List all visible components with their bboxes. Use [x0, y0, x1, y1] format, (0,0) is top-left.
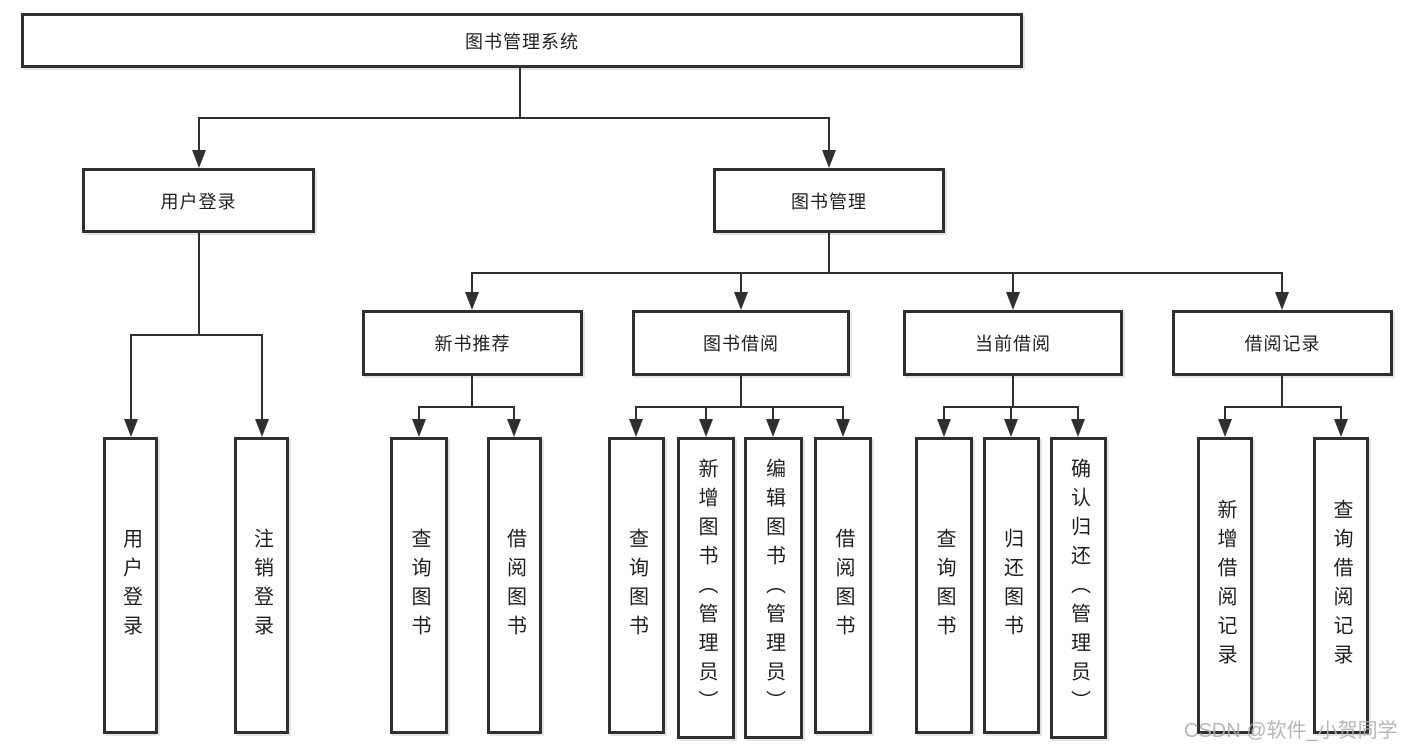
- arrow-user-login: [192, 150, 206, 168]
- leaf-confirm-return-admin-label: 确认归还（管理员）: [1067, 457, 1090, 719]
- leaf-borrow-books-2: 借阅图书: [814, 437, 872, 734]
- leaf-return-book-label: 归还图书: [1000, 527, 1023, 644]
- leaf-query-borrow-record-label: 查询借阅记录: [1330, 498, 1352, 673]
- node-current-borrow-label: 当前借阅: [975, 334, 1051, 354]
- leaf-query-books-1-label: 查询图书: [408, 527, 430, 644]
- leaf-query-borrow-record: 查询借阅记录: [1313, 437, 1369, 734]
- arrow-book-borrow: [734, 292, 748, 310]
- edge-book-borrow-children: [635, 376, 844, 421]
- edge-user-login-children: [130, 233, 263, 421]
- leaf-user-login-label: 用户登录: [119, 527, 142, 644]
- arrow-query-borrow-record: [1334, 419, 1348, 437]
- leaf-return-book: 归还图书: [983, 437, 1040, 734]
- leaf-logout: 注销登录: [234, 437, 289, 734]
- node-user-login: 用户登录: [82, 168, 315, 233]
- arrow-new-book-recommend: [465, 292, 479, 310]
- arrow-borrow-books-1: [507, 419, 521, 437]
- arrow-book-management: [822, 150, 836, 168]
- node-book-management-label: 图书管理: [791, 191, 867, 212]
- leaf-add-book-admin-label: 新增图书（管理员）: [695, 457, 717, 719]
- leaf-add-borrow-record: 新增借阅记录: [1197, 437, 1253, 734]
- edge-root-to-level2: [198, 68, 830, 152]
- leaf-borrow-books-1-label: 借阅图书: [503, 527, 526, 644]
- node-new-book-recommend: 新书推荐: [362, 310, 583, 376]
- leaf-query-books-3: 查询图书: [915, 437, 973, 734]
- arrow-add-book-admin: [699, 419, 713, 437]
- leaf-user-login: 用户登录: [103, 437, 158, 734]
- arrow-leaf-logout: [255, 419, 269, 437]
- leaf-confirm-return-admin: 确认归还（管理员）: [1050, 437, 1107, 739]
- arrow-edit-book-admin: [766, 419, 780, 437]
- arrow-current-borrow: [1006, 292, 1020, 310]
- leaf-query-books-2: 查询图书: [608, 437, 665, 734]
- edge-book-management-children: [471, 233, 1283, 294]
- node-root: 图书管理系统: [21, 13, 1023, 68]
- leaf-add-book-admin: 新增图书（管理员）: [677, 437, 735, 739]
- edge-current-borrow-children: [943, 376, 1079, 421]
- watermark-text: CSDN @软件_小贺同学: [1184, 720, 1398, 742]
- node-borrow-records-label: 借阅记录: [1244, 334, 1321, 354]
- arrow-query-books-1: [412, 419, 426, 437]
- node-root-label: 图书管理系统: [465, 31, 579, 52]
- arrow-confirm-return-admin: [1071, 419, 1085, 437]
- node-book-borrow: 图书借阅: [632, 310, 850, 376]
- node-user-login-label: 用户登录: [160, 191, 237, 212]
- leaf-query-books-1: 查询图书: [390, 437, 448, 734]
- node-book-borrow-label: 图书借阅: [703, 334, 779, 354]
- edge-new-book-children: [418, 376, 515, 421]
- arrow-borrow-records: [1275, 292, 1289, 310]
- leaf-edit-book-admin: 编辑图书（管理员）: [744, 437, 803, 739]
- arrow-add-borrow-record: [1218, 419, 1232, 437]
- leaf-borrow-books-2-label: 借阅图书: [832, 527, 854, 644]
- node-borrow-records: 借阅记录: [1172, 310, 1393, 376]
- leaf-edit-book-admin-label: 编辑图书（管理员）: [762, 457, 785, 719]
- leaf-borrow-books-1: 借阅图书: [487, 437, 542, 734]
- arrow-return-book: [1004, 419, 1018, 437]
- node-current-borrow: 当前借阅: [903, 310, 1123, 376]
- node-new-book-recommend-label: 新书推荐: [434, 334, 511, 354]
- leaf-query-books-3-label: 查询图书: [933, 527, 955, 644]
- arrow-borrow-books-2: [836, 419, 850, 437]
- arrow-query-books-3: [937, 419, 951, 437]
- node-book-management: 图书管理: [713, 168, 945, 233]
- edge-borrow-records-children: [1224, 376, 1342, 421]
- arrow-query-books-2: [629, 419, 643, 437]
- leaf-logout-label: 注销登录: [250, 527, 273, 644]
- leaf-add-borrow-record-label: 新增借阅记录: [1214, 498, 1236, 673]
- leaf-query-books-2-label: 查询图书: [625, 527, 648, 644]
- arrow-leaf-user-login: [124, 419, 138, 437]
